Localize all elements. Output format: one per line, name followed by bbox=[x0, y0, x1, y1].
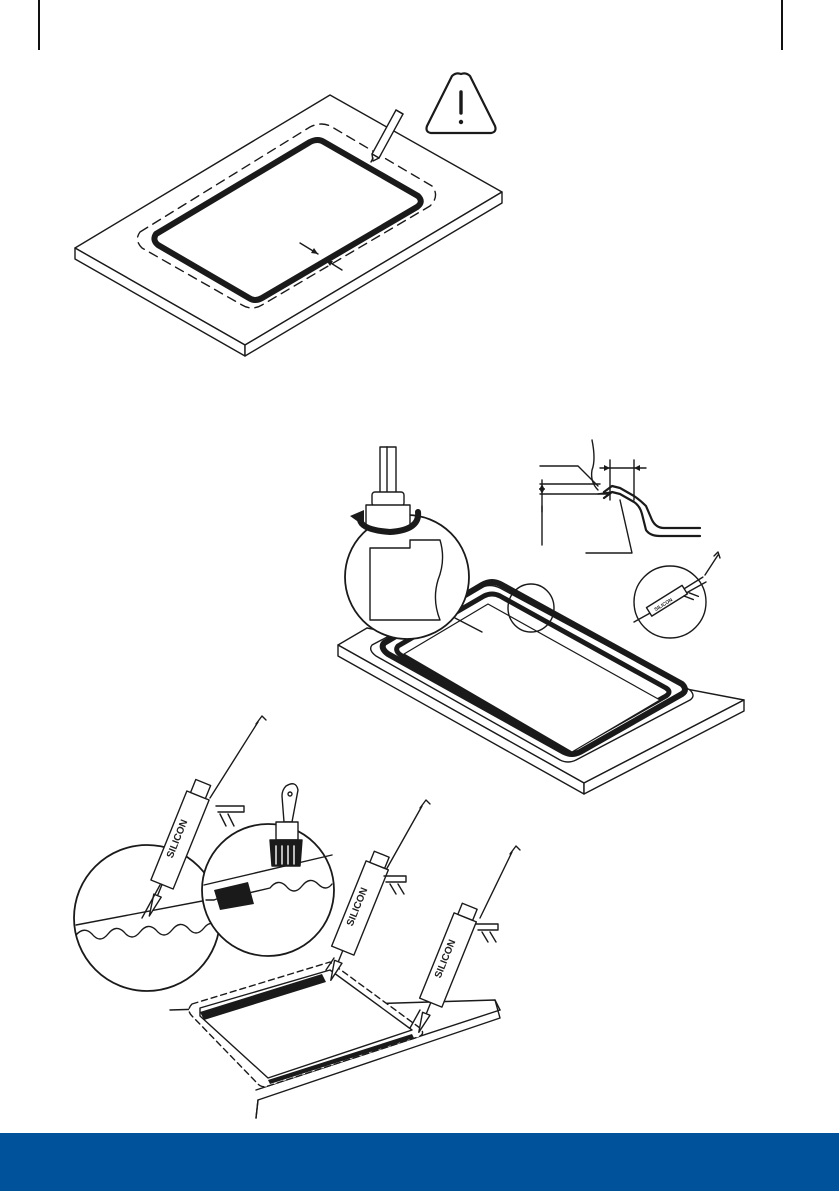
warning-triangle-icon bbox=[427, 73, 496, 133]
footer-color-band bbox=[0, 1133, 839, 1191]
crop-mark-right bbox=[781, 0, 783, 50]
silicone-application-zoom bbox=[74, 845, 220, 991]
crop-mark-left bbox=[38, 0, 40, 50]
step1-worktop-marking bbox=[75, 73, 502, 356]
edge-clearance-section-detail bbox=[539, 440, 700, 553]
silicone-gun-2: SILICON bbox=[320, 800, 430, 985]
step3-silicone-sealing: SILICON SILICON bbox=[74, 716, 520, 1118]
silicone-gun-mini-callout: SILICON bbox=[634, 552, 720, 638]
brush-application-zoom bbox=[202, 784, 334, 956]
silicone-gun-3: SILICON bbox=[408, 846, 520, 1037]
step2-appliance-fitting: SILICON bbox=[338, 440, 744, 794]
screwdriver-shaft bbox=[380, 447, 396, 495]
